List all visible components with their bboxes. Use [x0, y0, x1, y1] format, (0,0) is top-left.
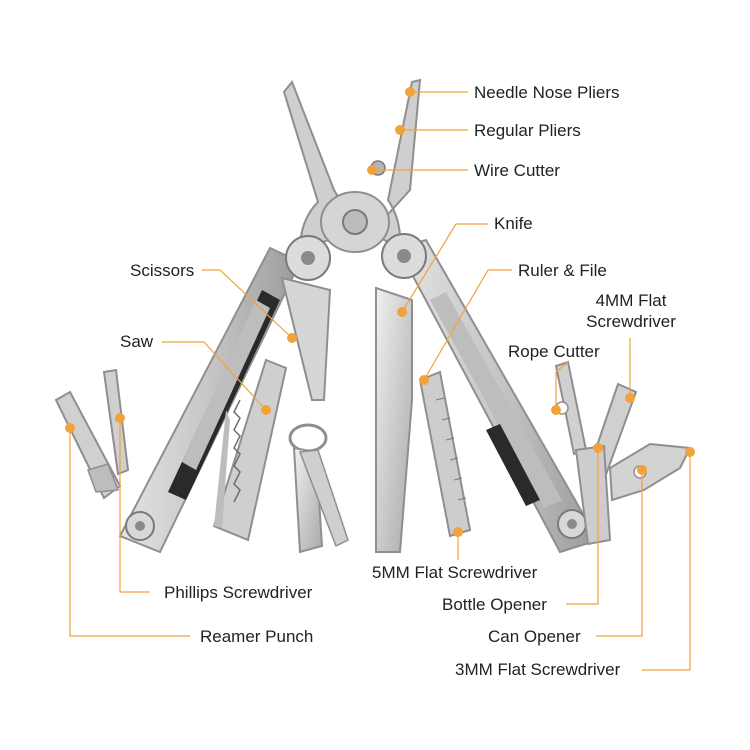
- label-4mm-flat-screwdriver: 4MM Flat Screwdriver: [586, 291, 676, 331]
- can-opener-tool: [608, 442, 692, 502]
- left-handle: [118, 246, 302, 554]
- callout-lines: [69, 91, 691, 671]
- ruler-file: [418, 370, 472, 538]
- knife-blade: [375, 286, 413, 553]
- label-saw: Saw: [120, 332, 154, 351]
- label-can-opener: Can Opener: [488, 627, 581, 646]
- label-regular-pliers: Regular Pliers: [474, 121, 581, 140]
- label-3mm-flat-screwdriver: 3MM Flat Screwdriver: [455, 660, 621, 679]
- label-bottle-opener: Bottle Opener: [442, 595, 547, 614]
- pliers-head: [282, 78, 427, 281]
- label-ruler-file: Ruler & File: [518, 261, 607, 280]
- scissors-blades: [280, 276, 349, 554]
- phillips-screwdriver-tool: [102, 368, 130, 476]
- label-reamer-punch: Reamer Punch: [200, 627, 314, 646]
- label-needle-nose-pliers: Needle Nose Pliers: [474, 83, 620, 102]
- label-scissors: Scissors: [130, 261, 195, 280]
- label-5mm-flat-screwdriver: 5MM Flat Screwdriver: [372, 563, 538, 582]
- label-phillips-screwdriver: Phillips Screwdriver: [164, 583, 313, 602]
- label-wire-cutter: Wire Cutter: [474, 161, 560, 180]
- callout-dots: [65, 87, 695, 537]
- saw-blade: [212, 358, 288, 542]
- label-knife: Knife: [494, 214, 533, 233]
- label-rope-cutter: Rope Cutter: [508, 342, 600, 361]
